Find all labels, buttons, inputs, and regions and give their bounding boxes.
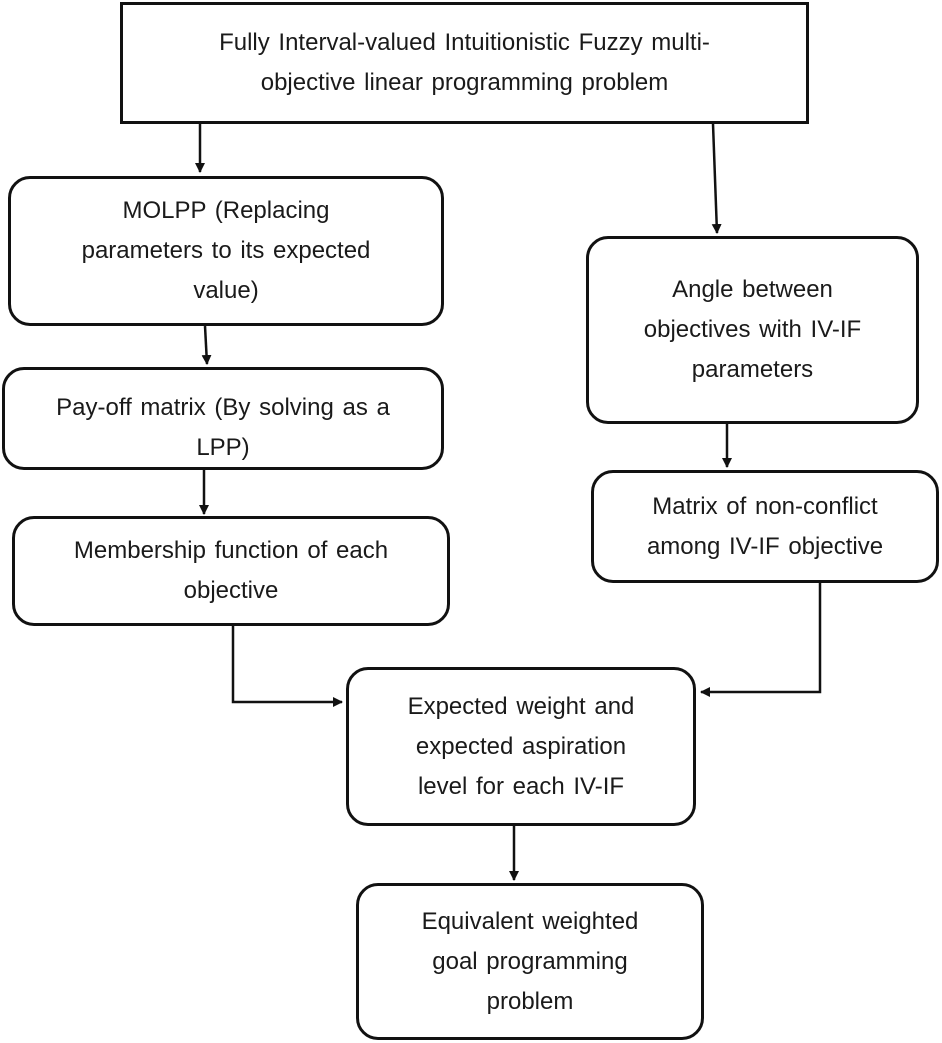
edge-molpp-payoff: [201, 325, 212, 365]
node-payoff-line-2: LPP): [196, 434, 250, 461]
node-root-line-1: Fully Interval-valued Intuitionistic Fuz…: [219, 29, 710, 56]
node-angle-line-1: Angle between: [672, 276, 833, 303]
node-molpp: MOLPP (Replacing parameters to its expec…: [8, 176, 444, 326]
node-equivalent: Equivalent weighted goal programming pro…: [356, 883, 704, 1040]
node-molpp-line-2: parameters to its expected: [81, 237, 371, 264]
node-angle: Angle between objectives with IV-IF para…: [586, 236, 919, 424]
node-expected-line-3: level for each IV-IF: [417, 772, 625, 800]
node-root-line-2: objective linear programming problem: [260, 69, 669, 96]
node-membership-line-1: Membership function of each: [73, 537, 389, 564]
node-expected-line-1: Expected weight and: [407, 692, 635, 720]
node-equivalent-line-2: goal programming: [432, 947, 628, 975]
node-molpp-line-1: MOLPP (Replacing: [122, 197, 330, 224]
node-matrix-line-1: Matrix of non-conflict: [652, 492, 878, 520]
node-equivalent-line-3: problem: [486, 987, 574, 1015]
node-payoff: Pay-off matrix (By solving as a LPP): [2, 367, 444, 470]
node-angle-line-2: objectives with IV-IF: [643, 316, 862, 343]
node-root: Fully Interval-valued Intuitionistic Fuz…: [120, 2, 809, 124]
node-matrix-line-2: among IV-IF objective: [646, 532, 884, 560]
node-expected: Expected weight and expected aspiration …: [346, 667, 696, 826]
node-payoff-line-1: Pay-off matrix (By solving as a: [56, 394, 390, 421]
node-angle-line-3: parameters: [691, 356, 814, 383]
node-expected-line-2: expected aspiration: [415, 732, 627, 760]
node-membership-line-2: objective: [183, 577, 279, 604]
edge-membership-expected: [231, 626, 343, 707]
edge-matrix-expected: [700, 583, 822, 697]
node-matrix: Matrix of non-conflict among IV-IF objec…: [591, 470, 939, 583]
node-membership: Membership function of each objective: [12, 516, 450, 626]
node-equivalent-line-1: Equivalent weighted: [421, 907, 639, 935]
edge-root-angle: [711, 123, 722, 234]
node-molpp-line-3: value): [193, 277, 259, 304]
